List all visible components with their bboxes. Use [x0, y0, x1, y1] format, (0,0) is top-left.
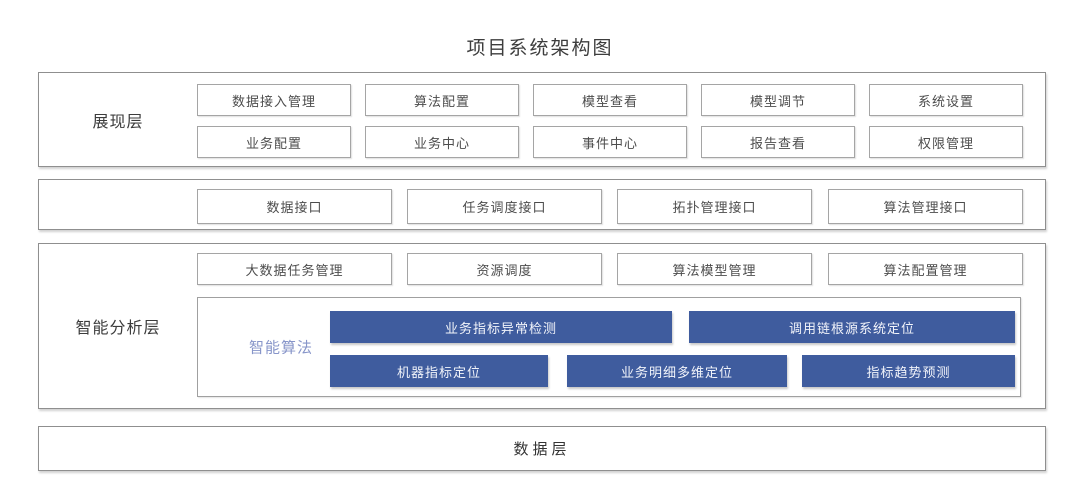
- module-box: 系统设置: [869, 84, 1023, 116]
- module-box: 资源调度: [407, 253, 602, 285]
- algorithm-box: 业务明细多维定位: [567, 355, 787, 387]
- module-box: 数据接入管理: [197, 84, 351, 116]
- interface-box: 算法管理接口: [828, 189, 1023, 224]
- diagram-title: 项目系统架构图: [466, 38, 614, 59]
- data-layer: 数据层: [38, 426, 1046, 471]
- module-box: 业务中心: [365, 126, 519, 158]
- module-box: 权限管理: [869, 126, 1023, 158]
- interface-box: 任务调度接口: [407, 189, 602, 224]
- module-box: 模型查看: [533, 84, 687, 116]
- module-box: 算法模型管理: [617, 253, 812, 285]
- module-box: 算法配置: [365, 84, 519, 116]
- module-box: 模型调节: [701, 84, 855, 116]
- algorithm-box: 机器指标定位: [330, 355, 548, 387]
- analysis-layer: 智能分析层 大数据任务管理 资源调度 算法模型管理 算法配置管理 智能算法 业务…: [38, 243, 1046, 409]
- intelligent-algorithms-panel: 智能算法 业务指标异常检测 调用链根源系统定位 机器指标定位 业务明细多维定位 …: [197, 297, 1021, 397]
- presentation-layer: 展现层 数据接入管理 算法配置 模型查看 模型调节 系统设置 业务配置 业务中心…: [38, 72, 1046, 167]
- module-box: 大数据任务管理: [197, 253, 392, 285]
- data-layer-label: 数据层: [513, 441, 571, 458]
- intelligent-algorithms-label: 智能算法: [248, 339, 313, 357]
- algorithm-box: 指标趋势预测: [802, 355, 1015, 387]
- algorithm-box: 调用链根源系统定位: [689, 311, 1015, 343]
- module-box: 算法配置管理: [828, 253, 1023, 285]
- module-box: 业务配置: [197, 126, 351, 158]
- module-box: 报告查看: [701, 126, 855, 158]
- algorithm-box: 业务指标异常检测: [330, 311, 672, 343]
- interface-layer: 数据接口 任务调度接口 拓扑管理接口 算法管理接口: [38, 179, 1046, 230]
- module-box: 事件中心: [533, 126, 687, 158]
- analysis-layer-label: 智能分析层: [75, 320, 161, 337]
- interface-box: 数据接口: [197, 189, 392, 224]
- interface-box: 拓扑管理接口: [617, 189, 812, 224]
- presentation-layer-label: 展现层: [92, 113, 144, 131]
